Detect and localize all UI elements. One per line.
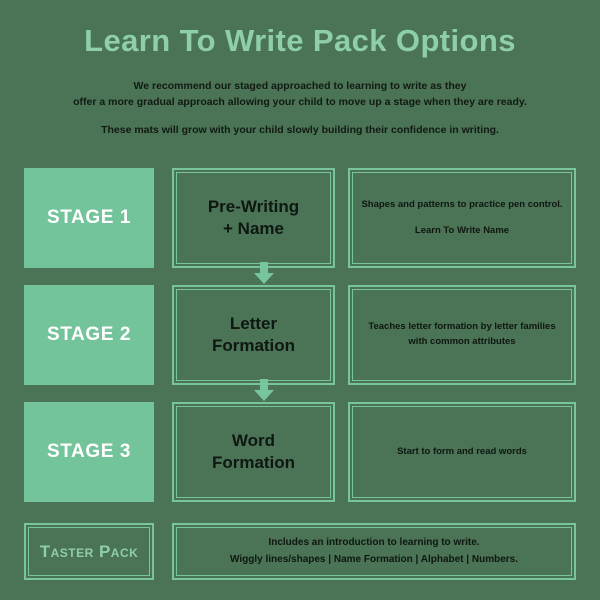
intro-paragraph-1: We recommend our staged approached to le… (24, 78, 576, 111)
arrow-down-icon-1 (252, 262, 276, 284)
description-column-3: Start to form and read words (348, 402, 576, 502)
page-title: Learn To Write Pack Options (84, 23, 516, 58)
stage-row-3: STAGE 3 Word Formation Start to (0, 402, 600, 502)
stage-badge-3: STAGE 3 (24, 402, 154, 502)
description-text-3: Start to form and read words (397, 445, 527, 460)
description-column-2: Teaches letter formation by letter famil… (348, 285, 576, 385)
focus-label-1: Pre-Writing + Name (208, 196, 299, 240)
taster-pack-label: Taster Pack (39, 541, 139, 561)
stage-rows: STAGE 1 Pre-Writing + Name Shap (0, 168, 600, 519)
taster-pack-description-column: Includes an introduction to learning to … (172, 523, 576, 580)
stage-column-3: STAGE 3 (24, 402, 154, 502)
description-box-3: Start to form and read words (348, 402, 576, 502)
focus-label-2-line-2: Formation (211, 336, 296, 355)
description-sub-1: Learn To Write Name (414, 224, 510, 236)
taster-pack-row: Taster Pack Includes an introduction to … (24, 523, 576, 580)
focus-column-3: Word Formation (172, 402, 335, 502)
description-box-1: Shapes and patterns to practice pen cont… (348, 168, 576, 268)
focus-column-2: Letter Formation (172, 285, 335, 385)
taster-pack-description-box: Includes an introduction to learning to … (172, 523, 576, 580)
stage-badge-2: STAGE 2 (24, 285, 154, 385)
focus-label-3-line-2: Formation (211, 453, 296, 472)
description-text-2: Teaches letter formation by letter famil… (361, 320, 563, 349)
arrow-down-icon-2 (252, 379, 276, 401)
focus-label-1-line-2: + Name (223, 219, 284, 238)
taster-pack-description: Includes an introduction to learning to … (230, 535, 518, 567)
focus-box-2: Letter Formation (172, 285, 335, 385)
taster-pack-label-column: Taster Pack (24, 523, 154, 580)
description-main-1: Shapes and patterns to practice pen cont… (361, 198, 563, 210)
description-main-3: Start to form and read words (397, 445, 527, 457)
description-main-2: Teaches letter formation by letter famil… (368, 321, 556, 347)
taster-pack-box: Taster Pack (24, 523, 154, 580)
intro-line-2: offer a more gradual approach allowing y… (73, 96, 527, 109)
stage-badge-1: STAGE 1 (24, 168, 154, 268)
focus-column-1: Pre-Writing + Name (172, 168, 335, 268)
stage-column-1: STAGE 1 (24, 168, 154, 268)
description-text-1: Shapes and patterns to practice pen cont… (361, 198, 562, 238)
focus-label-1-line-1: Pre-Writing (207, 197, 300, 217)
focus-label-2-line-1: Letter (229, 314, 278, 334)
description-box-2: Teaches letter formation by letter famil… (348, 285, 576, 385)
intro-paragraphs: We recommend our staged approached to le… (24, 78, 576, 138)
stage-row-1: STAGE 1 Pre-Writing + Name Shap (0, 168, 600, 284)
focus-label-3: Word Formation (212, 430, 295, 474)
focus-label-2: Letter Formation (212, 313, 295, 357)
focus-box-3: Word Formation (172, 402, 335, 502)
focus-box-1: Pre-Writing + Name (172, 168, 335, 268)
intro-line-1: We recommend our staged approached to le… (133, 80, 467, 92)
stage-column-2: STAGE 2 (24, 285, 154, 385)
description-column-1: Shapes and patterns to practice pen cont… (348, 168, 576, 268)
stage-row-2: STAGE 2 Letter Formation Teache (0, 285, 600, 401)
focus-label-3-line-1: Word (231, 431, 276, 451)
taster-description-line-2: Wiggly lines/shapes | Name Formation | A… (230, 553, 518, 565)
intro-paragraph-2: These mats will grow with your child slo… (101, 123, 499, 136)
taster-description-line-1: Includes an introduction to learning to … (268, 537, 480, 549)
